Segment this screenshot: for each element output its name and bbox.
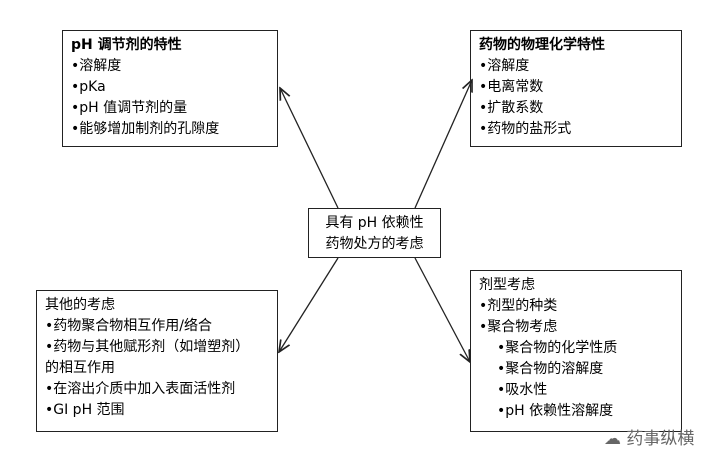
ph-modifier-box: pH 调节剂的特性 •溶解度 •pKa •pH 值调节剂的量 •能够增加制剂的孔… [62, 30, 278, 147]
box-title: 剂型考虑 [479, 277, 535, 293]
list-item: •溶解度 [479, 58, 530, 74]
arrow-to-ph [280, 88, 339, 209]
list-item: •药物聚合物相互作用/络合 [45, 318, 212, 334]
list-item: •pH 值调节剂的量 [71, 100, 188, 116]
list-item: •剂型的种类 [479, 298, 558, 314]
arrow-to-other [279, 257, 339, 352]
box-title: 药物的物理化学特性 [479, 37, 605, 53]
center-box: 具有 pH 依赖性 药物处方的考虑 [308, 208, 441, 258]
list-item: 的相互作用 [45, 360, 115, 376]
list-item: •药物的盐形式 [479, 121, 572, 137]
watermark: ☁ 药事纵横 [604, 424, 694, 449]
sub-item: •pH 依赖性溶解度 [497, 403, 614, 419]
list-item: •pKa [71, 79, 106, 95]
center-line2: 药物处方的考虑 [325, 236, 424, 252]
arrow-to-drug [414, 80, 472, 209]
list-item: •电离常数 [479, 79, 544, 95]
arrow-to-dosage [414, 257, 470, 362]
list-item: •聚合物考虑 [479, 319, 558, 335]
box-title: 其他的考虑 [45, 297, 115, 313]
list-item: •药物与其他赋形剂（如增塑剂） [45, 339, 250, 355]
wechat-icon: ☁ [604, 429, 621, 449]
sub-item: •吸水性 [497, 382, 548, 398]
list-item: •能够增加制剂的孔隙度 [71, 121, 220, 137]
list-item: •GI pH 范围 [45, 402, 125, 418]
list-item: •在溶出介质中加入表面活性剂 [45, 381, 236, 397]
center-line1: 具有 pH 依赖性 [325, 215, 424, 231]
list-item: •溶解度 [71, 58, 122, 74]
sub-item: •聚合物的溶解度 [497, 361, 604, 377]
other-considerations-box: 其他的考虑 •药物聚合物相互作用/络合 •药物与其他赋形剂（如增塑剂） 的相互作… [36, 290, 278, 432]
watermark-text: 药事纵横 [626, 429, 695, 449]
dosage-form-box: 剂型考虑 •剂型的种类 •聚合物考虑 •聚合物的化学性质 •聚合物的溶解度 •吸… [470, 270, 682, 432]
box-title: pH 调节剂的特性 [71, 37, 182, 53]
sub-item: •聚合物的化学性质 [497, 340, 618, 356]
drug-properties-box: 药物的物理化学特性 •溶解度 •电离常数 •扩散系数 •药物的盐形式 [470, 30, 682, 147]
list-item: •扩散系数 [479, 100, 544, 116]
